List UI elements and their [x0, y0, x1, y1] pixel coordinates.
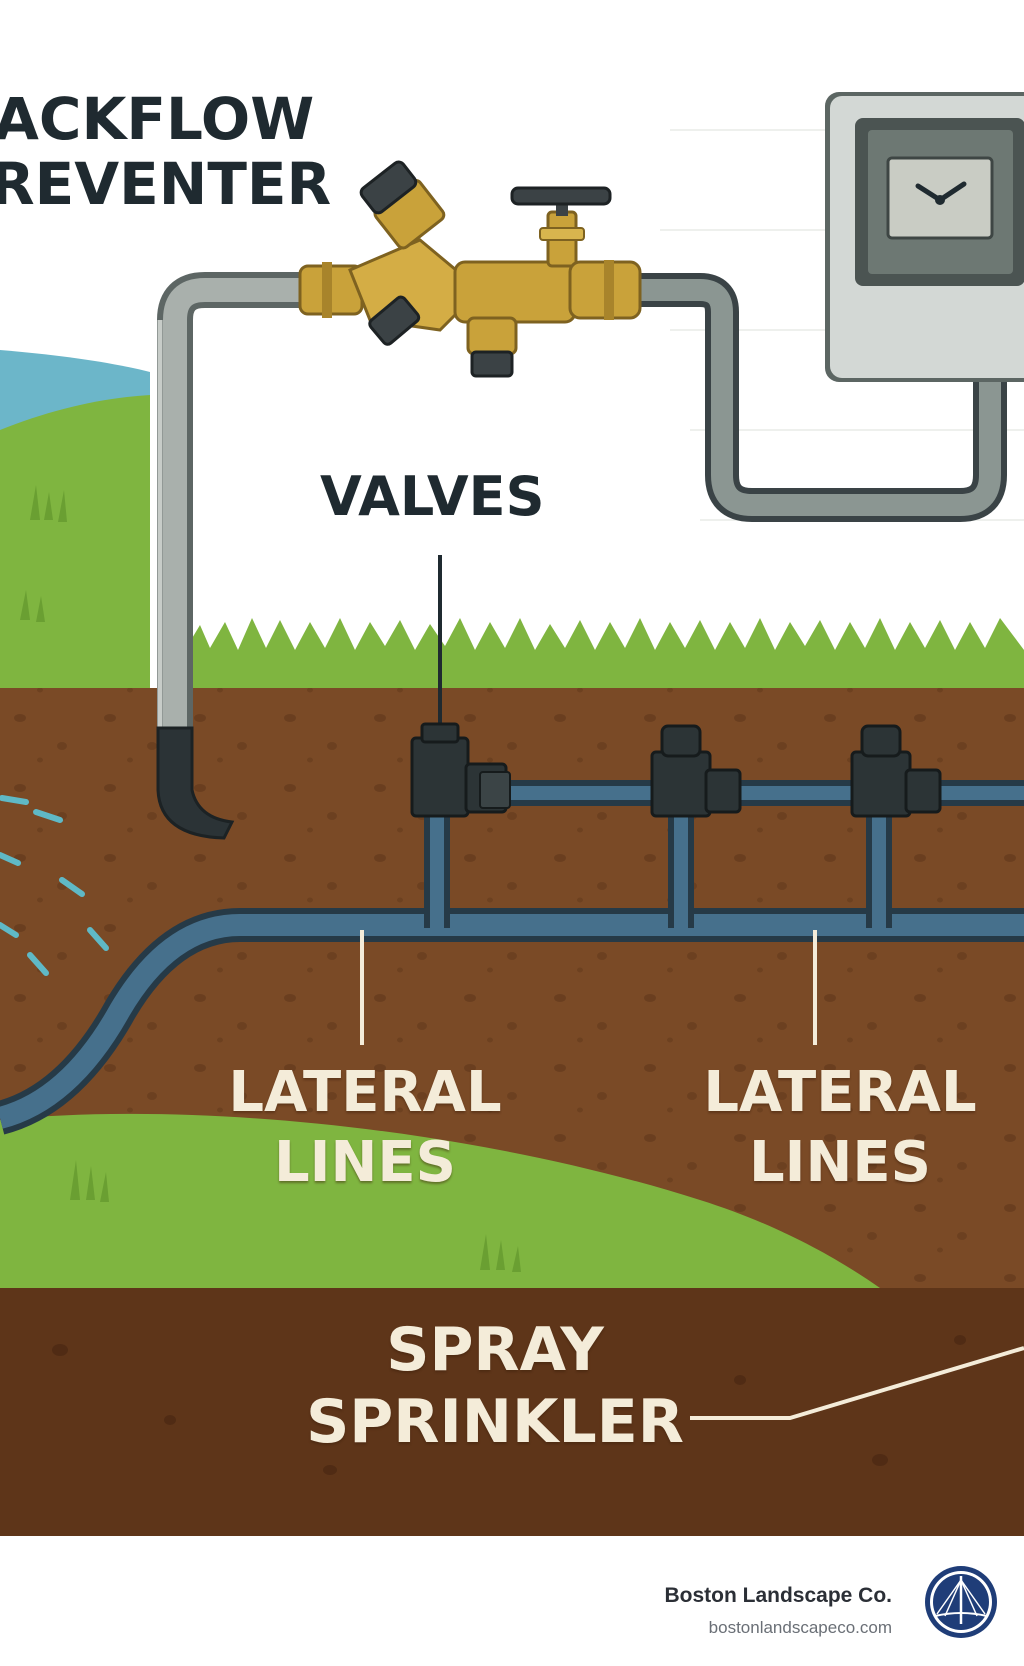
valve-1 [410, 722, 511, 818]
lateral-lines-right-line1: LATERAL [703, 1060, 977, 1125]
spray-sprinkler-line1: SPRAY [386, 1315, 604, 1385]
backflow-label-line2: REVENTER [0, 150, 332, 218]
irrigation-diagram: ACKFLOW REVENTER VALVES LATERAL LINES LA… [0, 85, 1024, 1536]
pipe-elbow [156, 726, 235, 840]
valves-label: VALVES [320, 465, 545, 528]
lower-grass-hill [0, 1113, 880, 1288]
deep-soil-layer [0, 1288, 1024, 1536]
diagram-illustration [0, 92, 1024, 1536]
spray-sprinkler-pointer [690, 1346, 1024, 1420]
lateral-lines-left-line2: LINES [274, 1130, 456, 1195]
water-spray [0, 795, 109, 976]
grass-strip [185, 618, 1024, 690]
valve-2 [650, 724, 742, 818]
valve-risers [424, 808, 892, 928]
bridge-logo-icon [925, 1566, 997, 1638]
clock-icon [915, 181, 967, 205]
irrigation-controller [825, 92, 1024, 382]
backflow-preventer [298, 160, 642, 378]
left-grass-hill [0, 395, 150, 700]
company-name: Boston Landscape Co. [664, 1584, 892, 1607]
backflow-label-line1: ACKFLOW [0, 85, 315, 153]
lateral-lines-right-line2: LINES [749, 1130, 931, 1195]
valve-3 [850, 724, 942, 818]
lateral-lines-left-line1: LATERAL [228, 1060, 502, 1125]
company-website: bostonlandscapeco.com [708, 1618, 892, 1637]
brand-footer: Boston Landscape Co. bostonlandscapeco.c… [0, 1536, 1024, 1666]
spray-sprinkler-line2: SPRINKLER [306, 1387, 684, 1457]
